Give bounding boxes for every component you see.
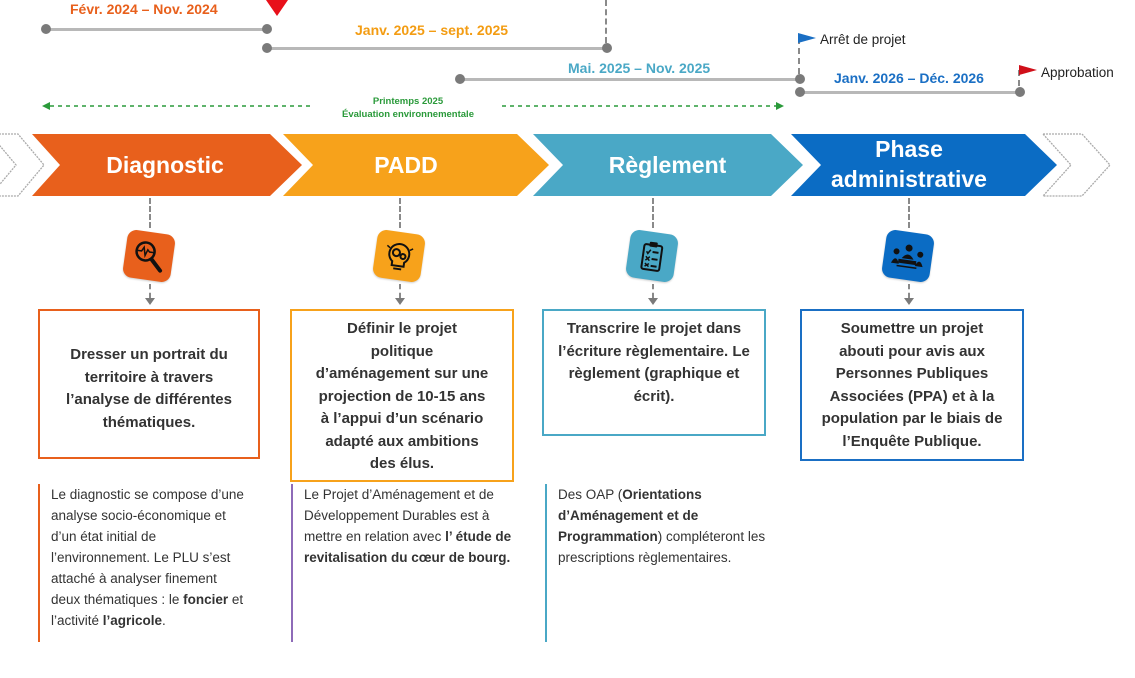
summary-box-reglement: Transcrire le projet dans l’écriture règ… — [542, 309, 766, 436]
summary-text-reglement: Transcrire le projet dans l’écriture règ… — [558, 320, 750, 405]
note-emphasis: l’ étude de revitalisation du cœur de bo… — [304, 529, 512, 565]
arret-flag-pole — [798, 38, 800, 74]
phase-title-reglement: Règlement — [608, 152, 727, 178]
period-start-dot — [262, 43, 272, 53]
period-bar-padd — [267, 47, 607, 50]
connector-padd-top — [399, 198, 401, 228]
phase-title-administrative: Phase administrative — [831, 136, 987, 192]
arret-flag-icon — [798, 33, 816, 43]
period-label-reglement: Mai. 2025 – Nov. 2025 — [568, 60, 711, 76]
note-emphasis: foncier — [183, 592, 229, 607]
connector-reglement-top — [652, 198, 654, 228]
connector-padd-bottom — [399, 284, 401, 298]
period-end-dot — [262, 24, 272, 34]
period-end-dot — [1015, 87, 1025, 97]
magnifier-pulse-icon — [121, 228, 177, 284]
phase-title-diagnostic: Diagnostic — [106, 152, 224, 178]
clipboard-checklist-icon — [624, 228, 680, 284]
connector-diagnostic-top — [149, 198, 151, 228]
env-title: Évaluation environnementale — [342, 109, 474, 120]
approbation-flag-icon — [1019, 65, 1037, 75]
period-start-dot — [455, 74, 465, 84]
note-diagnostic: Le diagnostic se compose d’une analyse s… — [38, 484, 248, 642]
chevron-reglement — [533, 134, 803, 196]
environmental-evaluation-arrow — [42, 102, 784, 110]
summary-text-diagnostic: Dresser un portrait du territoire à trav… — [66, 346, 232, 431]
arrow-down-icon — [904, 298, 914, 305]
note-emphasis: Orientations d’Aménagement et de Program… — [558, 487, 702, 544]
chevron-diagnostic — [32, 134, 302, 196]
phase-title-padd: PADD — [374, 152, 438, 178]
arrow-down-icon — [145, 298, 155, 305]
note-text: Le Projet d’Aménagement et de Développem… — [304, 487, 494, 544]
meeting-people-icon — [880, 228, 936, 284]
note-text: Des OAP ( — [558, 487, 623, 502]
phase-chevron-band — [0, 133, 1111, 197]
connector-reglement-bottom — [652, 284, 654, 298]
period-label-padd: Janv. 2025 – sept. 2025 — [355, 22, 509, 38]
environmental-evaluation-label: Printemps 2025 Évaluation environnementa… — [314, 95, 502, 121]
summary-text-padd: Définir le projet politique d’aménagemen… — [315, 320, 489, 472]
current-position-marker-icon — [266, 0, 288, 16]
note-text: et l’activité — [51, 592, 244, 628]
milestone-approbation: Approbation — [1041, 65, 1114, 80]
summary-box-padd: Définir le projet politique d’aménagemen… — [290, 309, 514, 482]
period-bar-reglement — [460, 78, 800, 81]
lightbulb-gears-icon — [371, 228, 427, 284]
summary-box-diagnostic: Dresser un portrait du territoire à trav… — [38, 309, 260, 459]
chevron-administrative — [791, 134, 1057, 196]
note-text: . — [162, 613, 166, 628]
summary-box-administrative: Soumettre un projet abouti pour avis aux… — [800, 309, 1024, 461]
period-end-dot — [795, 74, 805, 84]
period-label-diagnostic: Févr. 2024 – Nov. 2024 — [70, 1, 218, 17]
connector-diagnostic-bottom — [149, 284, 151, 298]
note-emphasis: l’agricole — [102, 613, 163, 628]
arrow-down-icon — [395, 298, 405, 305]
period-start-dot — [41, 24, 51, 34]
arrow-down-icon — [648, 298, 658, 305]
connector-administrative-bottom — [908, 284, 910, 298]
end-outline-chevron — [1041, 133, 1111, 197]
padd-end-connector — [605, 0, 607, 43]
connector-administrative-top — [908, 198, 910, 228]
period-bar-diagnostic — [46, 28, 268, 31]
note-padd: Le Projet d’Aménagement et de Développem… — [291, 484, 516, 642]
summary-text-administrative: Soumettre un projet abouti pour avis aux… — [821, 320, 1003, 450]
env-period: Printemps 2025 — [372, 96, 444, 107]
period-start-dot — [795, 87, 805, 97]
note-text: ) compléteront les prescriptions règleme… — [558, 529, 766, 565]
start-outline-chevron — [0, 133, 45, 197]
period-label-administrative: Janv. 2026 – Déc. 2026 — [834, 70, 984, 86]
chevron-padd — [283, 134, 549, 196]
period-end-dot — [602, 43, 612, 53]
approbation-flag-pole — [1018, 70, 1020, 86]
note-text: Le diagnostic se compose d’une analyse s… — [51, 487, 244, 607]
milestone-arret: Arrêt de projet — [820, 32, 906, 47]
note-reglement: Des OAP (Orientations d’Aménagement et d… — [545, 484, 800, 642]
period-bar-administrative — [800, 91, 1020, 94]
